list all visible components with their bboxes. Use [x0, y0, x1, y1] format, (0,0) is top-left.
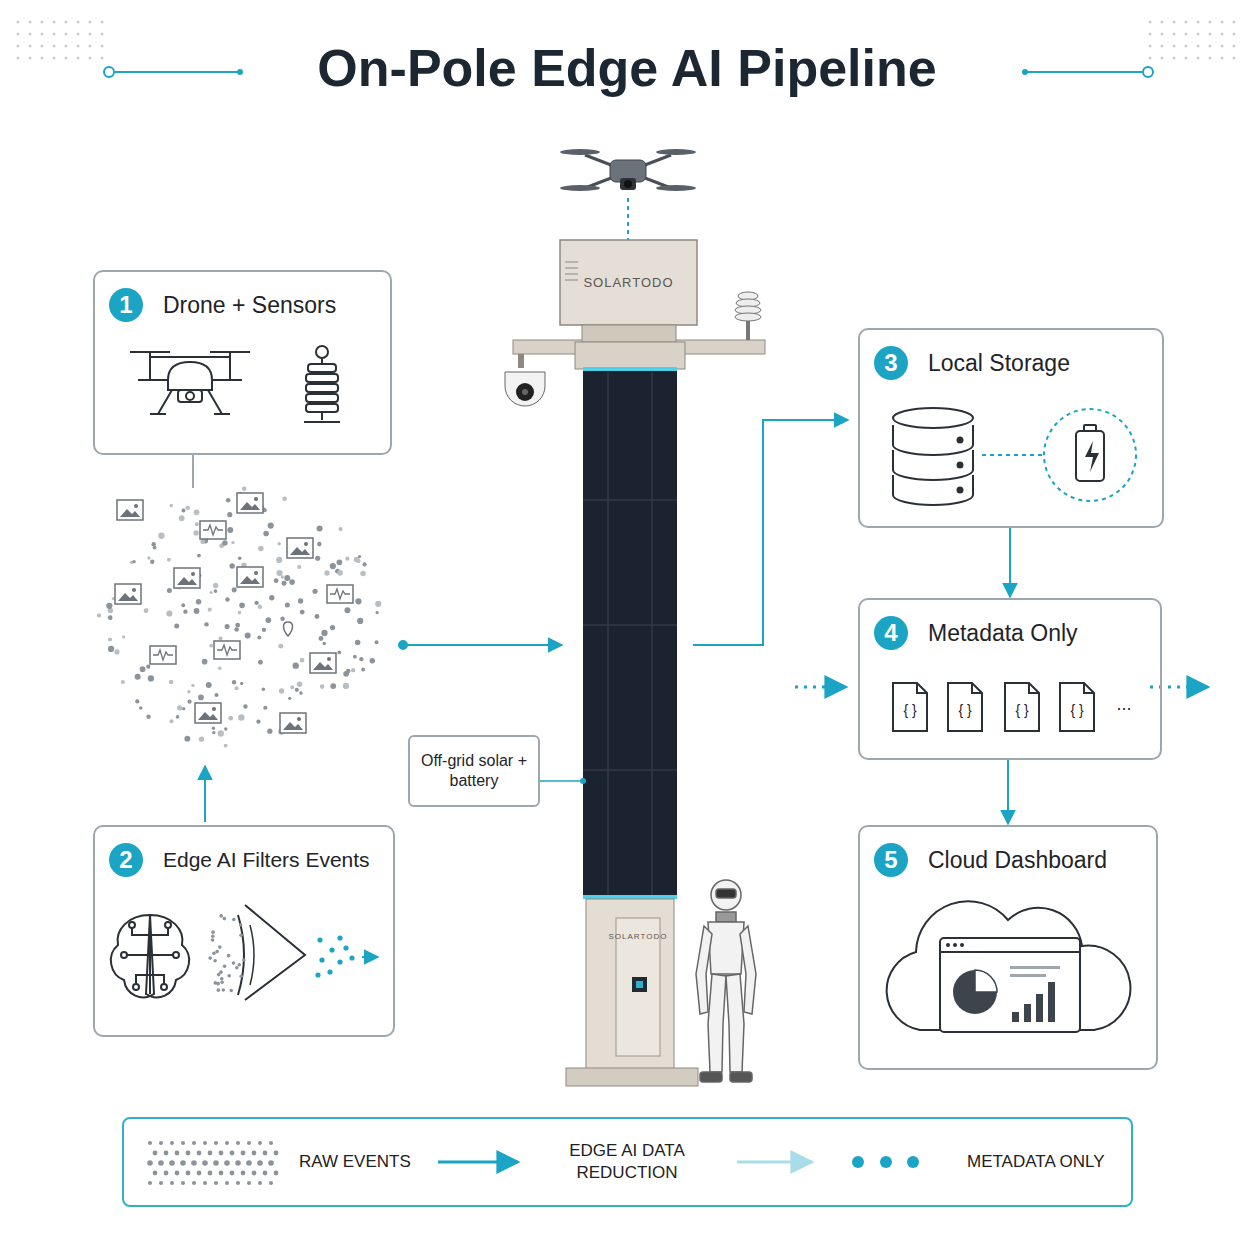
step-heading: Edge AI Filters Events — [163, 848, 370, 872]
step-card: 3 Local Storage — [858, 328, 1164, 528]
legend-text: METADATA ONLY — [967, 1151, 1105, 1173]
filter-icon — [208, 905, 378, 1000]
legend-text: EDGE AI DATA REDUCTION — [552, 1140, 702, 1184]
step-heading: Local Storage — [928, 350, 1070, 377]
json-brace: { } — [903, 702, 916, 718]
callout-number: 2 — [109, 843, 143, 877]
legend-band: RAW EVENTS EDGE AI DATA REDUCTION METADATA… — [122, 1117, 1133, 1207]
json-brace: { } — [1015, 702, 1028, 718]
step-card: 4 Metadata Only — [858, 598, 1162, 760]
callout-number: 1 — [109, 288, 143, 322]
housing-label: SOLARTODO — [560, 240, 697, 325]
json-brace: { } — [1070, 702, 1083, 718]
step-card: 2 Edge AI Filters Events — [93, 825, 395, 1037]
brain-icon — [111, 915, 189, 997]
dashboard-icon — [887, 901, 1131, 1032]
document-icons — [893, 683, 1094, 731]
step-heading: Cloud Dashboard — [928, 847, 1107, 874]
step-heading: Drone + Sensors — [163, 292, 336, 319]
step-card: 5 Cloud Dashboard — [858, 825, 1158, 1070]
title: On-Pole Edge AI Pipeline — [0, 38, 1254, 98]
housing-label: SOLARTODO — [606, 928, 670, 944]
raw-events-sample — [142, 1133, 282, 1193]
ellipsis: ... — [1116, 694, 1131, 715]
raw-event-cloud — [97, 487, 381, 748]
drone-icon — [130, 352, 250, 414]
brand-text: SOLARTODO — [583, 275, 673, 290]
note-text: Off-grid solar + battery — [420, 751, 528, 791]
callout-number: 4 — [874, 616, 908, 650]
sensor-icon — [304, 346, 340, 422]
legend-text: RAW EVENTS — [299, 1151, 411, 1173]
json-brace: { } — [958, 702, 971, 718]
title-text: On-Pole Edge AI Pipeline — [317, 39, 936, 97]
callout-number: 5 — [874, 843, 908, 877]
brand-text: SOLARTODO — [609, 932, 668, 941]
pole-figure — [505, 240, 765, 1086]
flow-connector — [1009, 528, 1011, 597]
callout-box: Off-grid solar + battery — [408, 735, 540, 807]
callout-number: 3 — [874, 346, 908, 380]
flow-arrows — [193, 420, 1208, 822]
robot-figure — [696, 880, 756, 1082]
flow-connector — [1007, 760, 1009, 824]
step-card: 1 Drone + Sensors — [93, 270, 392, 455]
database-icon — [893, 408, 1136, 505]
step-heading: Metadata Only — [928, 620, 1078, 647]
drone-figure — [560, 149, 696, 240]
